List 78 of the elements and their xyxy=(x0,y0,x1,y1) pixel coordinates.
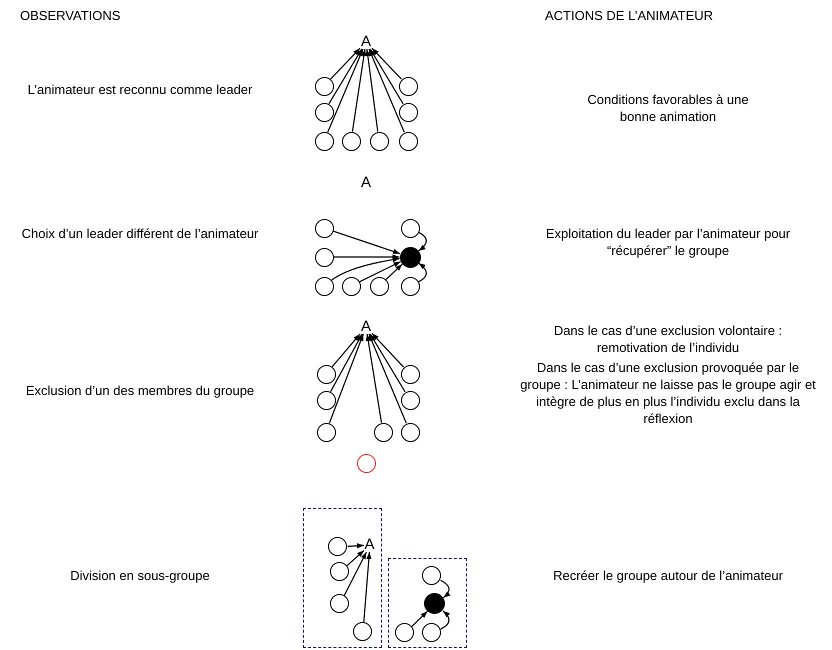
arrow xyxy=(352,48,366,132)
circle-symbol xyxy=(400,364,420,384)
arrow xyxy=(328,334,364,424)
action-text: Recréer le groupe autour de l’animateur xyxy=(552,568,784,585)
circle-symbol xyxy=(398,132,418,150)
arrow xyxy=(368,334,407,424)
arrow xyxy=(327,48,364,132)
circle-symbol xyxy=(316,422,336,442)
circle-symbol xyxy=(314,76,334,96)
observation-text: L’animateur est reconnu comme leader xyxy=(26,82,254,99)
arrow xyxy=(347,543,364,548)
action-text: Exploitation du leader par l’animateur pour “récupérer” le groupe xyxy=(544,226,792,260)
observation-text: Exclusion d’un des membres du groupe xyxy=(24,383,256,400)
arrow xyxy=(363,552,372,623)
letter-label: A xyxy=(364,538,376,552)
arrow xyxy=(332,230,400,254)
arrow xyxy=(359,261,401,282)
arrow xyxy=(366,334,382,423)
circle-symbol xyxy=(342,276,360,296)
arrow xyxy=(365,48,378,132)
arrow xyxy=(331,257,400,281)
observation-text: Division en sous-groupe xyxy=(69,568,211,585)
dashed-group-frame xyxy=(303,508,382,648)
arrow xyxy=(386,264,403,280)
excluded-circle-symbol xyxy=(356,454,376,472)
circle-symbol xyxy=(400,390,420,410)
circle-symbol xyxy=(398,76,418,96)
arrow xyxy=(332,334,360,368)
arrow xyxy=(370,48,404,104)
circle-symbol xyxy=(330,594,349,613)
arrow xyxy=(334,254,400,260)
dashed-group-frame xyxy=(388,558,467,648)
arrow xyxy=(330,334,363,392)
arrow xyxy=(418,262,427,282)
circle-symbol xyxy=(400,218,420,238)
arrow xyxy=(368,48,405,132)
circle-symbol xyxy=(374,422,392,442)
arrow xyxy=(370,334,406,392)
circle-symbol xyxy=(314,248,334,266)
arrow xyxy=(411,610,428,627)
circle-symbol xyxy=(316,364,336,384)
column-heading: ACTIONS DE L’ANIMATEUR xyxy=(545,8,714,25)
action-text: Dans le cas d’une exclusion provoquée par le groupe : L’animateur ne laisse pas le groupe agir et intègre de plus en plus l’individu exclu dans la réflexion xyxy=(519,360,817,428)
action-text: Conditions favorables à une bonne animation xyxy=(586,92,750,126)
leader-circle-symbol xyxy=(400,246,420,268)
arrow xyxy=(328,48,362,104)
leader-circle-symbol xyxy=(424,593,445,614)
letter-label: A xyxy=(360,173,372,192)
circle-symbol xyxy=(400,276,420,296)
arrow xyxy=(346,550,364,566)
circle-symbol xyxy=(422,566,441,585)
arrow xyxy=(418,232,427,252)
arrow xyxy=(344,552,367,596)
circle-symbol xyxy=(328,537,347,556)
arrow xyxy=(372,333,404,368)
circle-symbol xyxy=(395,623,414,642)
circle-symbol xyxy=(422,623,441,642)
circle-symbol xyxy=(314,102,334,122)
circle-symbol xyxy=(314,276,334,296)
letter-label: A xyxy=(360,35,372,49)
circle-symbol xyxy=(314,218,334,238)
circle-symbol xyxy=(353,622,372,641)
circle-symbol xyxy=(316,390,336,410)
observation-text: Choix d’un leader différent de l’animateur xyxy=(20,226,260,243)
circle-symbol xyxy=(314,132,334,150)
arrow xyxy=(440,580,450,598)
circle-symbol xyxy=(398,102,418,122)
circle-symbol xyxy=(400,422,420,442)
circle-symbol xyxy=(342,132,360,150)
circle-symbol xyxy=(330,562,349,581)
arrow xyxy=(440,610,450,630)
column-heading: OBSERVATIONS xyxy=(20,8,122,25)
circle-symbol xyxy=(370,132,388,150)
action-text: Dans le cas d’une exclusion volontaire : remotivation de l’individu xyxy=(552,323,784,357)
arrow xyxy=(330,48,360,80)
letter-label: A xyxy=(360,320,372,334)
circle-symbol xyxy=(370,276,388,296)
arrow xyxy=(372,48,402,80)
